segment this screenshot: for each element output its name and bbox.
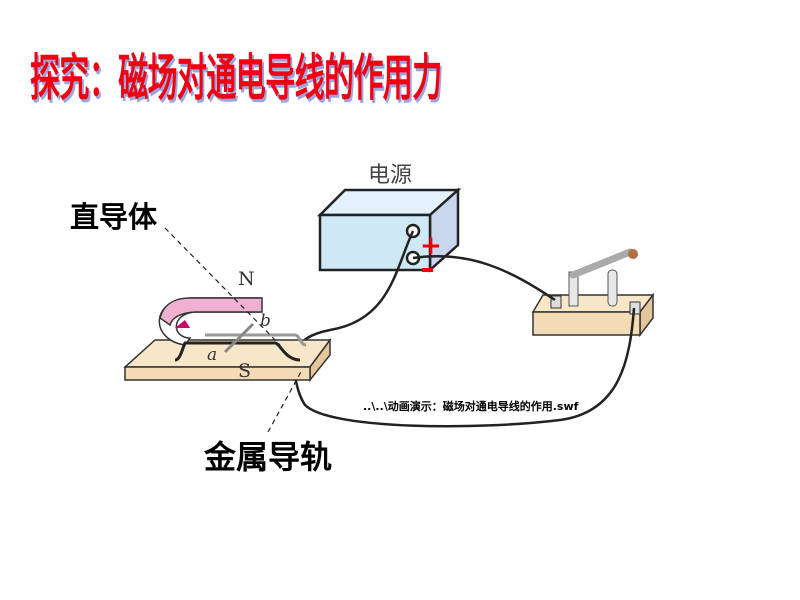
conductor-label: 直导体: [70, 200, 158, 234]
north-pole-label: N: [238, 268, 255, 290]
minus-sign: [422, 268, 433, 272]
conductor-pointer-line: [164, 227, 281, 346]
power-supply: [316, 187, 462, 273]
magnet-rail-apparatus: [123, 297, 332, 383]
south-pole-label: S: [238, 360, 251, 382]
rails-pointer-line: [267, 369, 303, 433]
knife-switch: [531, 248, 655, 338]
animation-link[interactable]: ..\..\动画演示：磁场对通电导线的作用.swf: [363, 400, 579, 413]
slide-title: 探究：磁场对通电导线的作用力: [30, 49, 442, 107]
power-supply-label: 电源: [368, 163, 412, 188]
wire-return: [288, 307, 636, 428]
rails-label: 金属导轨: [204, 438, 333, 476]
point-a-label: a: [207, 345, 217, 365]
plus-sign: +: [420, 231, 442, 261]
point-b-label: b: [260, 311, 271, 331]
wire-to-switch: [412, 254, 556, 302]
